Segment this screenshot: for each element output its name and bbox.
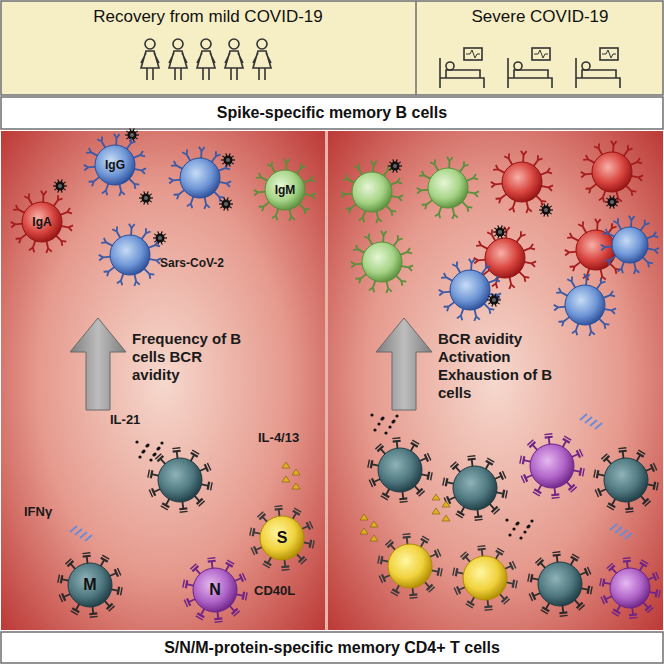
virus-particle [605, 195, 619, 208]
cell-label: M [83, 576, 96, 594]
red-panel-left [1, 131, 325, 630]
header-divider [415, 1, 417, 95]
b-cell-shape [84, 134, 146, 196]
hospital-bed-icons [440, 48, 620, 88]
b-cell: IgM [252, 157, 318, 223]
heading-text: Spike-specific memory B cells [211, 100, 453, 126]
group-header: Severe COVID-19 [416, 0, 664, 34]
virus-particle [221, 153, 235, 166]
b-cell-shape [254, 159, 316, 221]
virus-particle [388, 159, 402, 172]
t-cell-shape [378, 534, 442, 598]
outcome-text: Frequency of B cells BCR avidity [132, 330, 252, 384]
b-cell-shape [417, 157, 479, 219]
virus-particle [153, 231, 167, 244]
virus-particle [139, 191, 153, 204]
cell-label: IgM [275, 183, 296, 197]
cytokine-label: IL-4/13 [258, 430, 299, 446]
t-cell-shape [594, 448, 658, 512]
t-cell-shape [368, 438, 432, 502]
section-band: Spike-specific memory B cells [0, 97, 664, 129]
b-cell-shape [601, 216, 659, 274]
b-cell-band [1, 97, 663, 129]
t-cell-band [1, 632, 663, 663]
b-cell: IgG [82, 132, 148, 198]
b-cell-shape [341, 161, 403, 223]
t-cell-shape [148, 448, 212, 512]
people-icons [141, 39, 271, 80]
b-cell-shape [11, 191, 73, 253]
virus-particle [493, 225, 507, 238]
cell-label: IgG [105, 158, 125, 172]
heading-text: Severe COVID-19 [466, 3, 615, 31]
b-cell-shape [439, 259, 501, 321]
red-panel-right [328, 131, 663, 630]
virus-particle [219, 197, 233, 210]
b-cell: IgA [9, 189, 75, 255]
virus-particle [53, 179, 67, 192]
cell-label: IgA [32, 215, 51, 229]
cytokine-label: IFNγ [24, 504, 52, 520]
virus-label: Sars-CoV-2 [160, 256, 224, 270]
t-cell-shape [250, 506, 314, 570]
cell-label: S [277, 529, 288, 547]
cell-label: N [209, 581, 221, 599]
t-cell-shape [528, 552, 592, 616]
section-band: S/N/M-protein-specific memory CD4+ T cel… [0, 632, 664, 664]
t-cell: M [55, 550, 125, 620]
heading-text: Recovery from mild COVID-19 [87, 3, 329, 31]
virus-particle [539, 203, 553, 216]
t-cell-shape [600, 558, 660, 619]
group-header: Recovery from mild COVID-19 [0, 0, 416, 34]
t-cell: N [180, 555, 250, 625]
b-cell-shape [554, 274, 616, 336]
b-cell-shape [581, 141, 643, 203]
virus-particle [487, 293, 501, 306]
heading-text: S/N/M-protein-specific memory CD4+ T cel… [158, 635, 506, 661]
b-cell-shape [491, 151, 553, 213]
t-cell-shape [443, 456, 507, 520]
up-arrow [376, 318, 432, 410]
header-band [1, 1, 663, 95]
t-cell-shape [520, 434, 584, 498]
cell-illustrations [53, 128, 660, 618]
virus-particle [125, 128, 139, 141]
up-arrow [70, 318, 126, 410]
marker-label: CD40L [254, 583, 295, 599]
cytokine-label: IL-21 [110, 412, 140, 428]
outcome-text: BCR avidity Activation Exhaustion of B c… [438, 330, 558, 402]
b-cell-shape [169, 147, 231, 209]
t-cell-shape [183, 558, 247, 622]
t-cell: S [247, 503, 317, 573]
b-cell-shape [99, 224, 161, 286]
b-cell-shape [351, 231, 413, 293]
t-cell-shape [453, 546, 517, 610]
t-cell-shape [58, 553, 122, 617]
panel-divider [325, 131, 328, 630]
